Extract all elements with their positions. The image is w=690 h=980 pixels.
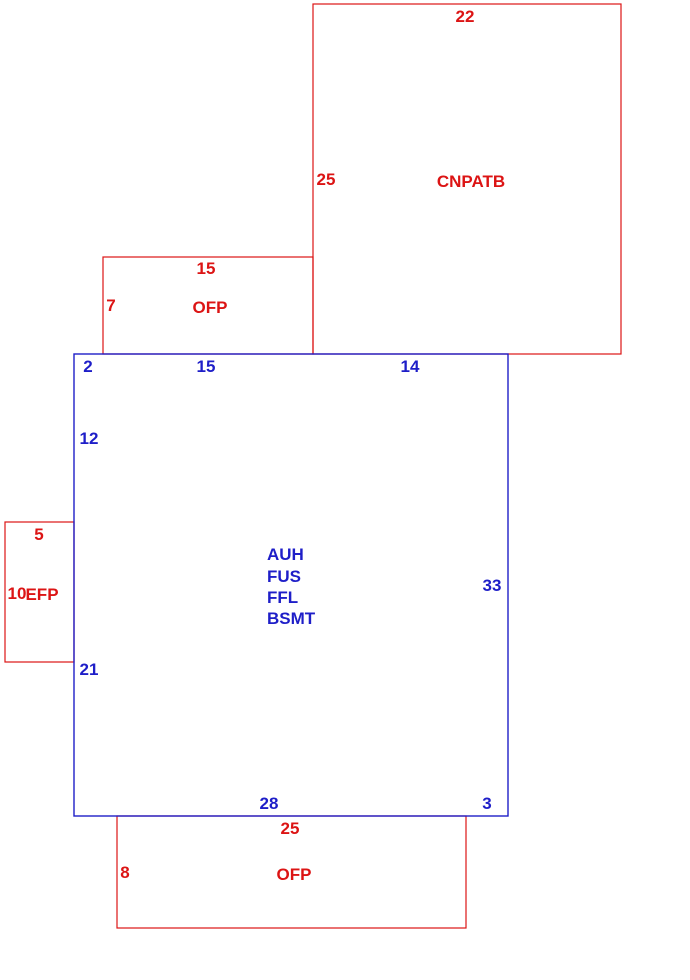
main-label-fus: FUS [267,567,301,586]
main-label-ffl: FFL [267,588,298,607]
main-outline [73,353,509,817]
ofp-top-dim-top: 15 [197,259,216,278]
ofp-bottom-label: OFP [277,865,312,884]
cnpatb-area: 22 25 CNPATB [312,3,622,355]
main-dim-left-lower: 21 [80,660,99,679]
cnpatb-dim-left: 25 [317,170,336,189]
main-area: 2 15 14 12 21 33 28 3 AUH FUS FFL BSMT [73,353,509,817]
main-label-auh: AUH [267,545,304,564]
efp-dim-top: 5 [34,525,43,544]
ofp-bottom-area: 25 8 OFP [116,815,467,929]
ofp-top-area: 15 7 OFP [102,256,314,355]
efp-label: EFP [25,585,58,604]
cnpatb-dim-top: 22 [456,7,475,26]
efp-area: 5 10 EFP [4,521,75,663]
main-label-bsmt: BSMT [267,609,316,628]
ofp-bottom-dim-top: 25 [281,819,300,838]
ofp-top-dim-left: 7 [106,296,115,315]
main-dim-left-upper: 12 [80,429,99,448]
main-dim-bottom: 28 [260,794,279,813]
ofp-bottom-dim-left: 8 [120,863,129,882]
main-dim-top-b: 14 [401,357,420,376]
main-dim-corner: 2 [83,357,92,376]
efp-dim-left: 10 [8,584,27,603]
ofp-top-label: OFP [193,298,228,317]
main-dim-bottom-right: 3 [482,794,491,813]
main-dim-top-a: 15 [197,357,216,376]
cnpatb-label: CNPATB [437,172,505,191]
main-dim-right: 33 [483,576,502,595]
